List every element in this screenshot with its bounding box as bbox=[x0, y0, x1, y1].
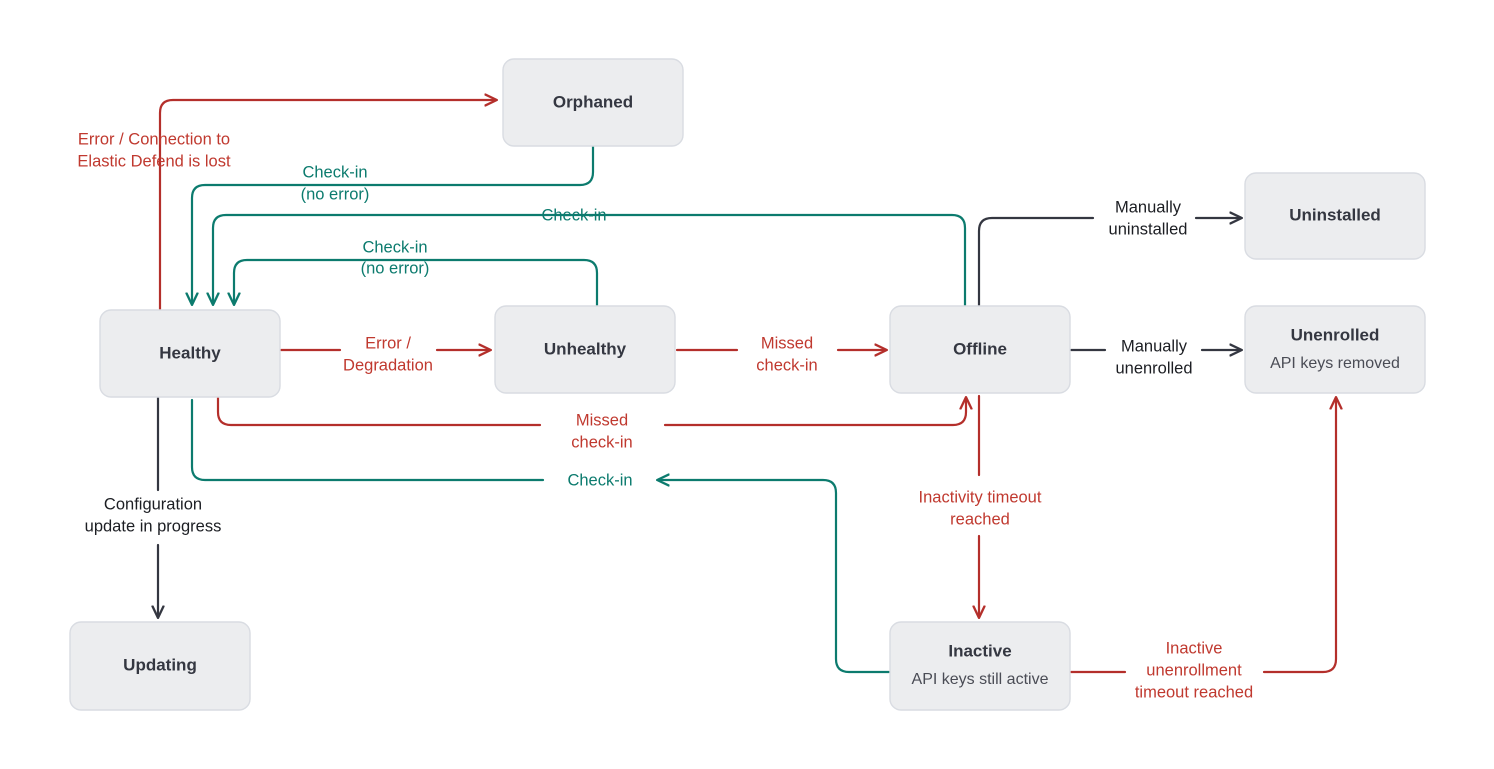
edge-unhealthy-to-healthy bbox=[234, 258, 599, 308]
edge-label-line2: unenrollment bbox=[1146, 661, 1242, 679]
edge-label-line2: (no error) bbox=[361, 259, 430, 277]
node-healthy-title: Healthy bbox=[159, 343, 221, 362]
edge-offline-to-healthy bbox=[213, 213, 967, 308]
node-unenrolled-box[interactable] bbox=[1244, 305, 1426, 394]
node-uninstalled[interactable]: Uninstalled bbox=[1244, 172, 1426, 260]
node-updating-box[interactable] bbox=[69, 621, 251, 711]
edge-label-line1: Configuration bbox=[104, 495, 202, 513]
edge-label-line1: Manually bbox=[1121, 337, 1188, 355]
edge-label-line2: uninstalled bbox=[1109, 220, 1188, 238]
node-inactive-box[interactable] bbox=[889, 621, 1071, 711]
node-inactive-subtitle: API keys still active bbox=[912, 671, 1049, 688]
edge-label-line1: Inactivity timeout bbox=[919, 488, 1042, 506]
edge-label-orphaned-to-healthy: Check-in (no error) bbox=[301, 163, 370, 203]
node-offline-title: Offline bbox=[953, 339, 1007, 358]
edge-label-line2: unenrolled bbox=[1115, 359, 1192, 377]
edge-label-healthy-to-orphaned: Error / Connection to Elastic Defend is … bbox=[77, 130, 231, 170]
edge-label-line1: Check-in bbox=[362, 238, 427, 256]
edge-label-offline-to-uninstalled: Manually uninstalled bbox=[1109, 198, 1188, 238]
edge-label-line2: update in progress bbox=[85, 517, 222, 535]
edge-label-line2: check-in bbox=[756, 356, 817, 374]
edge-label-line1: Missed bbox=[761, 334, 813, 352]
node-updating-title: Updating bbox=[123, 655, 197, 674]
edge-label-unhealthy-to-offline: Missed check-in bbox=[756, 334, 817, 374]
node-orphaned-title: Orphaned bbox=[553, 92, 633, 111]
edge-label-line1: Error / bbox=[365, 334, 411, 352]
edge-label-healthy-to-updating: Configuration update in progress bbox=[85, 495, 222, 535]
node-unenrolled[interactable]: Unenrolled API keys removed bbox=[1244, 305, 1426, 394]
edge-label-line1: Error / Connection to bbox=[78, 130, 230, 148]
edge-label-line1: Check-in bbox=[541, 206, 606, 224]
node-uninstalled-box[interactable] bbox=[1244, 172, 1426, 260]
edge-label-healthy-to-offline: Missed check-in bbox=[571, 411, 632, 451]
edge-label-line1: Missed bbox=[576, 411, 628, 429]
node-unenrolled-subtitle: API keys removed bbox=[1270, 355, 1400, 372]
node-orphaned-box[interactable] bbox=[502, 58, 684, 147]
node-unenrolled-title: Unenrolled bbox=[1291, 325, 1380, 344]
edge-label-inactive-to-healthy: Check-in bbox=[567, 471, 632, 489]
edge-inactive-to-unenrolled bbox=[1069, 398, 1336, 674]
edge-label-line1: Check-in bbox=[567, 471, 632, 489]
node-unhealthy-box[interactable] bbox=[494, 305, 676, 394]
edge-label-unhealthy-to-healthy: Check-in (no error) bbox=[361, 238, 430, 277]
edge-label-line1: Check-in bbox=[302, 163, 367, 181]
node-inactive-title: Inactive bbox=[948, 641, 1011, 660]
edge-label-inactive-to-unenrolled: Inactive unenrollment timeout reached bbox=[1135, 639, 1253, 701]
edge-label-line2: (no error) bbox=[301, 185, 370, 203]
edge-label-offline-to-unenrolled: Manually unenrolled bbox=[1115, 337, 1192, 377]
node-unhealthy[interactable]: Unhealthy bbox=[494, 305, 676, 394]
edge-label-line1: Inactive bbox=[1166, 639, 1223, 657]
node-unhealthy-title: Unhealthy bbox=[544, 339, 627, 358]
edge-label-line2: check-in bbox=[571, 433, 632, 451]
node-updating[interactable]: Updating bbox=[69, 621, 251, 711]
edge-label-line2: reached bbox=[950, 510, 1010, 528]
node-healthy-box[interactable] bbox=[99, 309, 281, 398]
edge-label-line2: Degradation bbox=[343, 356, 433, 374]
edge-healthy-to-orphaned bbox=[158, 100, 496, 398]
edge-label-line3: timeout reached bbox=[1135, 683, 1253, 701]
edge-label-healthy-to-unhealthy: Error / Degradation bbox=[343, 334, 433, 374]
node-offline-box[interactable] bbox=[889, 305, 1071, 394]
edge-label-offline-to-inactive: Inactivity timeout reached bbox=[919, 488, 1042, 528]
edge-label-line1: Manually bbox=[1115, 198, 1182, 216]
edge-label-line2: Elastic Defend is lost bbox=[77, 152, 231, 170]
node-orphaned[interactable]: Orphaned bbox=[502, 58, 684, 147]
edge-inactive-to-healthy bbox=[190, 398, 891, 674]
node-offline[interactable]: Offline bbox=[889, 305, 1071, 394]
node-healthy[interactable]: Healthy bbox=[99, 309, 281, 398]
node-uninstalled-title: Uninstalled bbox=[1289, 205, 1381, 224]
node-inactive[interactable]: Inactive API keys still active bbox=[889, 621, 1071, 711]
edge-label-offline-to-healthy: Check-in bbox=[541, 206, 606, 224]
edge-orphaned-to-healthy bbox=[192, 144, 595, 304]
edge-offline-to-uninstalled bbox=[977, 218, 1241, 308]
edge-healthy-to-offline bbox=[216, 394, 966, 427]
